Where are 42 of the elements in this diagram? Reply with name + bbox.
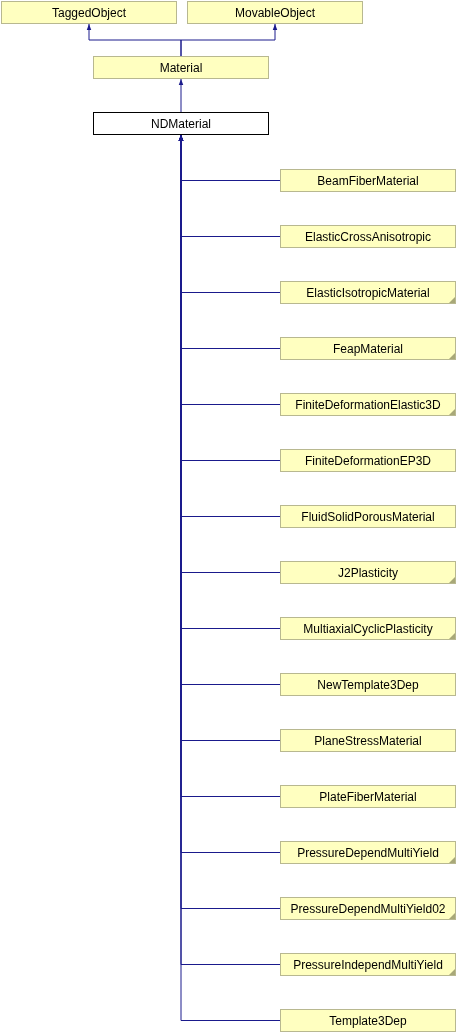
class-name: PressureDependMultiYield	[297, 845, 439, 860]
class-box	[280, 953, 456, 976]
class-name: TaggedObject	[51, 5, 127, 20]
class-name: FeapMaterial	[333, 341, 403, 356]
class-box	[280, 225, 456, 248]
class-box	[280, 729, 456, 752]
class-name: PlateFiberMaterial	[319, 789, 417, 804]
inheritance-arrow	[180, 23, 278, 57]
class-box	[280, 673, 456, 696]
class-name: Material	[159, 60, 203, 75]
class-box	[280, 617, 456, 640]
class-box	[1, 1, 177, 24]
class-box	[280, 393, 456, 416]
class-name: PressureIndependMultiYield	[293, 957, 443, 972]
class-box	[280, 337, 456, 360]
class-name: PlaneStressMaterial	[314, 733, 422, 748]
class-name: MovableObject	[234, 5, 315, 20]
class-box	[280, 785, 456, 808]
class-box	[280, 505, 456, 528]
class-box	[93, 112, 269, 135]
class-box	[280, 561, 456, 584]
class-box	[280, 449, 456, 472]
class-box	[280, 897, 456, 920]
class-name: FiniteDeformationElastic3D	[295, 397, 441, 412]
class-name: NDMaterial	[151, 116, 211, 131]
class-name: MultiaxialCyclicPlasticity	[303, 621, 433, 636]
class-name: J2Plasticity	[338, 565, 398, 580]
class-box	[93, 56, 269, 79]
class-box	[280, 281, 456, 304]
inheritance-arrow	[178, 78, 184, 113]
class-name: ElasticIsotropicMaterial	[306, 285, 430, 300]
class-name: BeamFiberMaterial	[317, 173, 419, 188]
class-name: ElasticCrossAnisotropic	[304, 229, 431, 244]
class-box	[280, 841, 456, 864]
class-name: Template3Dep	[329, 1013, 407, 1028]
class-box	[280, 1009, 456, 1032]
class-name: PressureDependMultiYield02	[290, 901, 446, 916]
class-name: FluidSolidPorousMaterial	[301, 509, 435, 524]
class-name: FiniteDeformationEP3D	[304, 453, 432, 468]
class-box	[187, 1, 363, 24]
class-box	[280, 169, 456, 192]
class-name: NewTemplate3Dep	[317, 677, 419, 692]
